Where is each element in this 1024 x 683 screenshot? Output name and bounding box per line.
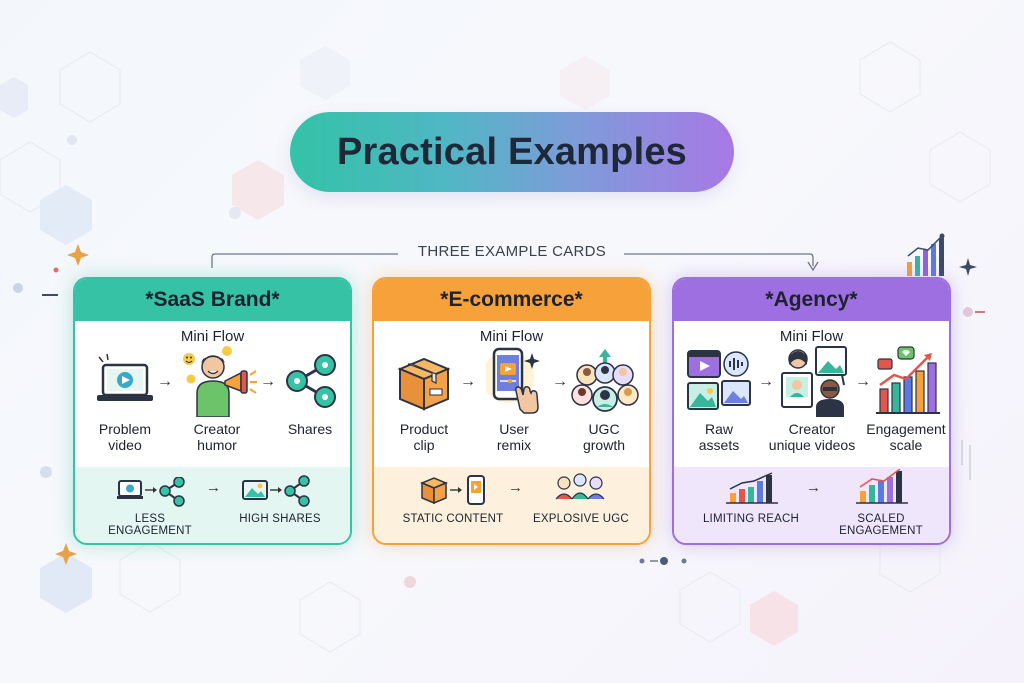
phone-tap-icon: [486, 345, 550, 415]
page-title-pill: Practical Examples: [290, 112, 734, 192]
mini-flow-row: → →: [374, 345, 649, 457]
image-share-icon: [241, 475, 313, 507]
page-title: Practical Examples: [336, 130, 688, 173]
outcome-before-label: LESS ENGAGEMENT: [108, 513, 192, 537]
step-label: Shares: [287, 421, 333, 437]
section-subtitle: THREE EXAMPLE CARDS: [417, 243, 607, 260]
mini-flow-label: Mini Flow: [180, 328, 245, 345]
flow-arrow-icon: →: [206, 479, 221, 496]
flow-arrow-icon: →: [260, 373, 276, 390]
mini-flow-row: → →: [674, 345, 949, 457]
card-saas-brand: *SaaS Brand* Mini Flow →: [73, 277, 352, 545]
card-outcome: → LESS ENGAGEMENT HIGH SHARES: [75, 467, 350, 543]
flow-arrow-icon: →: [806, 479, 821, 496]
growth-chart-icon: [874, 345, 942, 417]
mini-flow-label: Mini Flow: [479, 328, 544, 345]
bar-chart-icon: [854, 469, 910, 505]
decorative-chart-icon: [907, 233, 945, 276]
flow-arrow-icon: →: [758, 373, 774, 390]
card-header: *Agency*: [674, 279, 949, 321]
mini-flow-row: → →: [75, 345, 350, 457]
package-icon: [396, 351, 452, 413]
mini-flow-label: Mini Flow: [779, 328, 844, 345]
flow-arrow-icon: →: [157, 373, 173, 390]
media-assets-icon: [686, 349, 752, 413]
outcome-after-label: HIGH SHARES: [239, 513, 321, 525]
flow-arrow-icon: →: [855, 373, 871, 390]
card-outcome: → STATIC CONTENT EXPLOSIVE UGC: [374, 467, 649, 543]
people-group-icon: [552, 469, 608, 507]
share-icon: [283, 351, 339, 411]
card-outcome: → LIMITING REACH SCALED ENGAGEMENT: [674, 467, 949, 543]
card-e-commerce: *E-commerce* Mini Flow →: [372, 277, 651, 545]
outcome-after-label: EXPLOSIVE UGC: [533, 513, 629, 525]
package-phone-icon: [420, 473, 488, 507]
creator-megaphone-icon: [179, 345, 259, 417]
creator-videos-icon: [778, 345, 850, 417]
card-title: *E-commerce*: [440, 288, 583, 311]
outcome-before-label: STATIC CONTENT: [402, 513, 504, 525]
outcome-before-label: LIMITING REACH: [702, 513, 800, 525]
card-title: *Agency*: [765, 288, 858, 311]
card-header: *E-commerce*: [374, 279, 649, 321]
outcome-after-label: SCALED ENGAGEMENT: [839, 513, 923, 537]
people-group-icon: [570, 347, 640, 417]
card-title: *SaaS Brand*: [145, 288, 280, 311]
flow-arrow-icon: →: [460, 373, 476, 390]
flow-arrow-icon: →: [508, 479, 523, 496]
flow-arrow-icon: →: [552, 373, 568, 390]
bar-chart-icon: [724, 471, 780, 505]
card-agency: *Agency* Mini Flow →: [672, 277, 951, 545]
laptop-share-icon: [117, 477, 189, 507]
card-header: *SaaS Brand*: [75, 279, 350, 321]
laptop-video-icon: [93, 353, 157, 409]
